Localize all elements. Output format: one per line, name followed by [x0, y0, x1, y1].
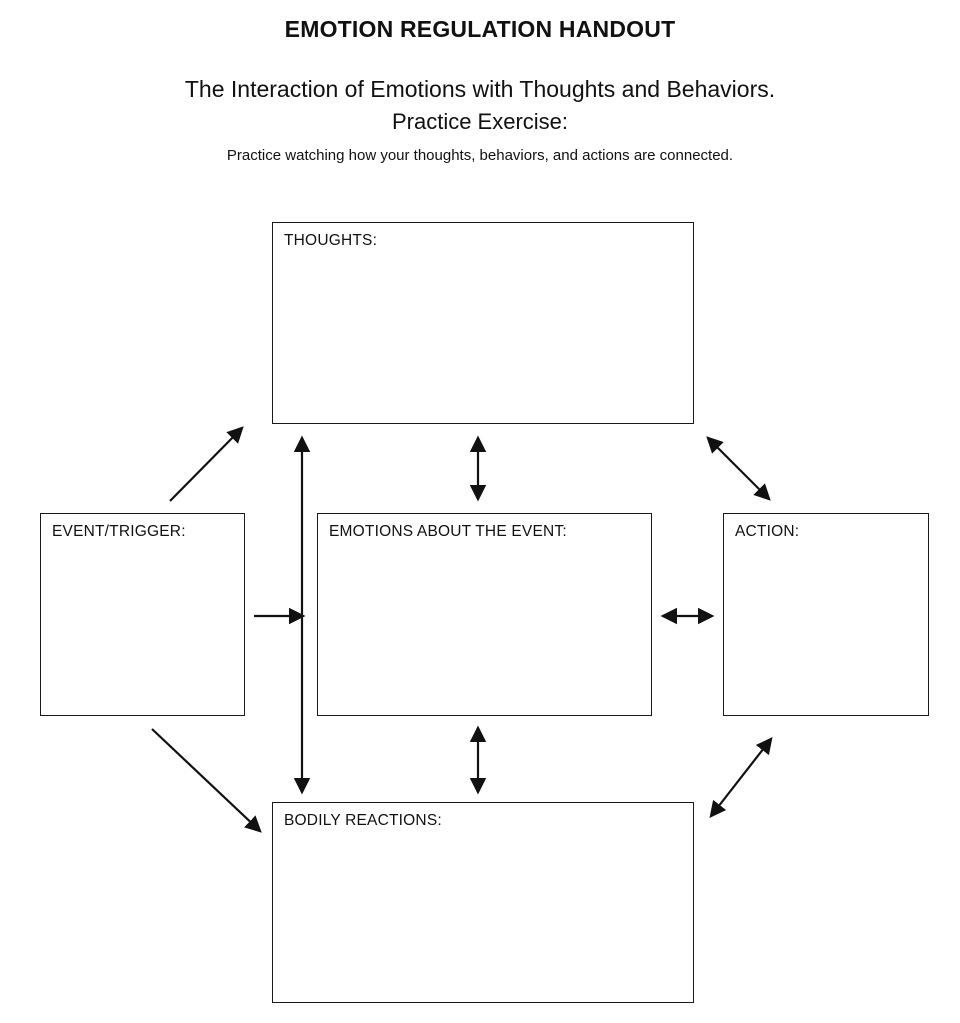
event-trigger-box: EVENT/TRIGGER:: [40, 513, 245, 716]
thoughts-box-label: THOUGHTS:: [284, 232, 378, 249]
subtitle-line-2: Practice Exercise:: [391, 109, 569, 134]
arrow-event-to-thoughts: [169, 426, 244, 502]
arrow-event-to-bodily: [151, 728, 262, 833]
bodily-reactions-box-label: BODILY REACTIONS:: [284, 812, 442, 829]
instruction-text: Practice watching how your thoughts, beh…: [226, 147, 734, 164]
event-trigger-box-label: EVENT/TRIGGER:: [52, 523, 186, 540]
page-title: EMOTION REGULATION HANDOUT: [284, 16, 676, 42]
emotions-box: EMOTIONS ABOUT THE EVENT:: [317, 513, 652, 716]
arrow-thoughts-action: [706, 436, 771, 501]
thoughts-box: THOUGHTS:: [272, 222, 694, 424]
action-box-label: ACTION:: [735, 523, 800, 540]
subtitle-line-1: The Interaction of Emotions with Thought…: [184, 76, 776, 102]
emotions-box-label: EMOTIONS ABOUT THE EVENT:: [329, 523, 567, 540]
arrow-bodily-action: [709, 737, 773, 818]
bodily-reactions-box: BODILY REACTIONS:: [272, 802, 694, 1003]
action-box: ACTION:: [723, 513, 929, 716]
